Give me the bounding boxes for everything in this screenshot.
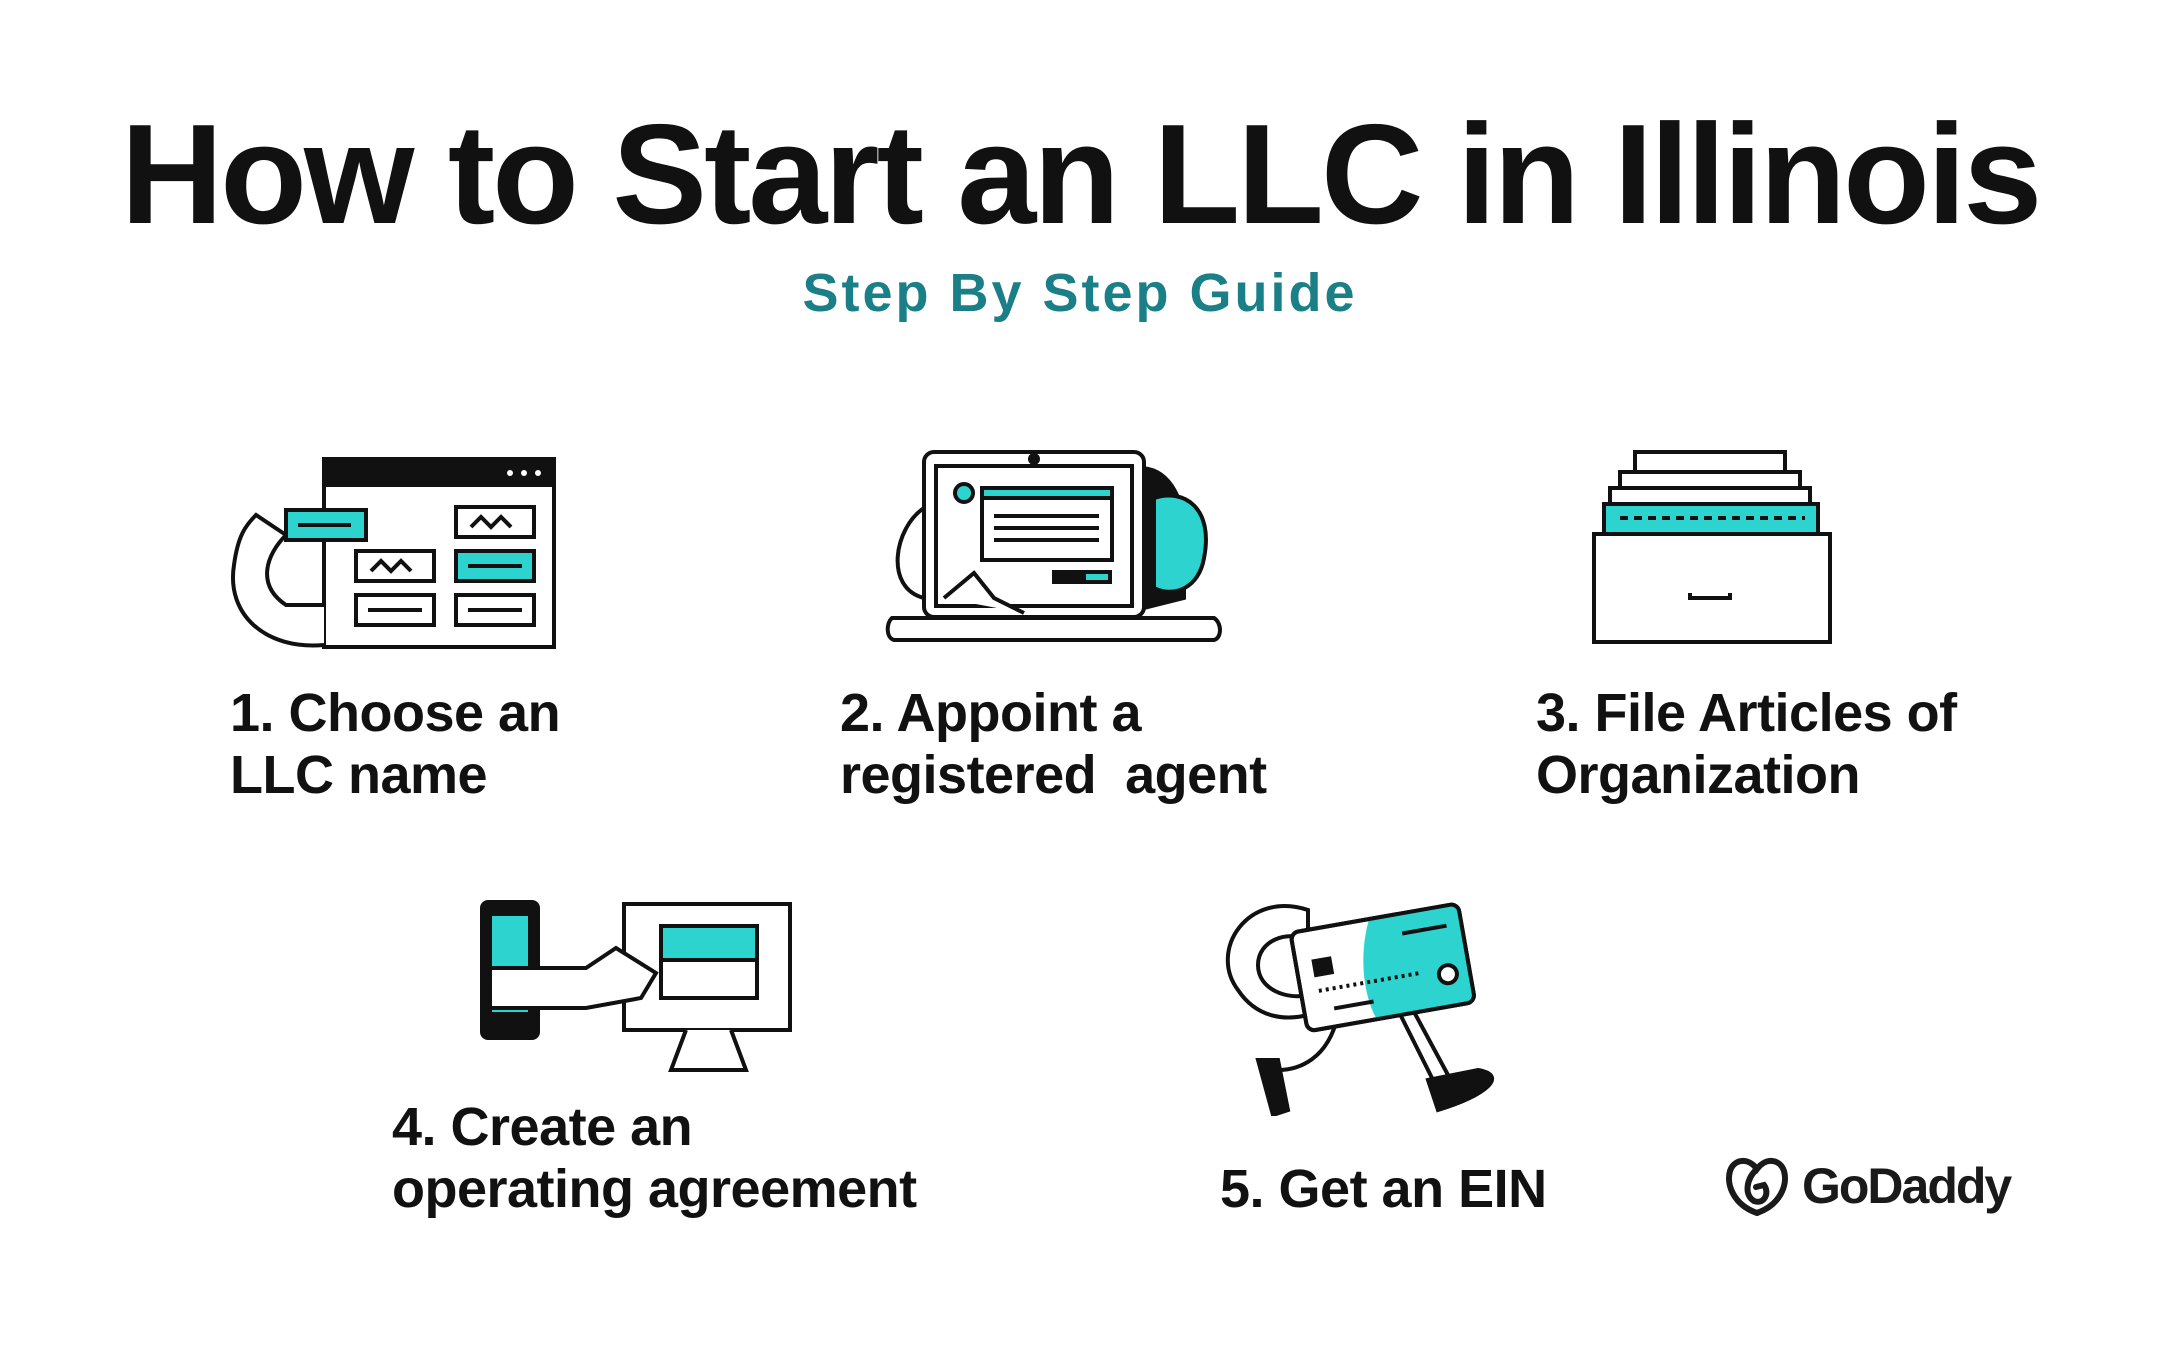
godaddy-logo: GoDaddy [1724, 1155, 2012, 1217]
step-4-line1: 4. Create an [392, 1097, 693, 1157]
step-4-label: 4. Create an operating agreement [392, 1096, 917, 1220]
step-2-label: 2. Appoint a registered agent [840, 682, 1267, 806]
laptop-person-icon [885, 450, 1222, 642]
step-3-line1: 3. File Articles of [1536, 683, 1957, 743]
step-5-label: 5. Get an EIN [1220, 1158, 1547, 1220]
step-2-line2: registered agent [840, 745, 1267, 805]
page-title: How to Start an LLC in Illinois [120, 95, 2043, 254]
step-2-line1: 2. Appoint a [840, 683, 1141, 743]
step-5-line1: 5. Get an EIN [1220, 1159, 1547, 1219]
step-3-label: 3. File Articles of Organization [1536, 682, 1957, 806]
browser-window-hand-icon [230, 457, 556, 649]
logo-text: GoDaddy [1802, 1158, 2012, 1214]
file-drawer-icon [1592, 450, 1832, 644]
handshake-devices-icon [480, 900, 792, 1072]
walking-card-icon [1225, 902, 1494, 1116]
page-subtitle: Step By Step Guide [802, 263, 1358, 323]
step-1-line2: LLC name [230, 745, 488, 805]
step-3-line2: Organization [1536, 745, 1861, 805]
step-1-line1: 1. Choose an [230, 683, 561, 743]
godaddy-heart-icon [1726, 1158, 1788, 1217]
step-1-label: 1. Choose an LLC name [230, 682, 561, 806]
step-4-line2: operating agreement [392, 1159, 917, 1219]
